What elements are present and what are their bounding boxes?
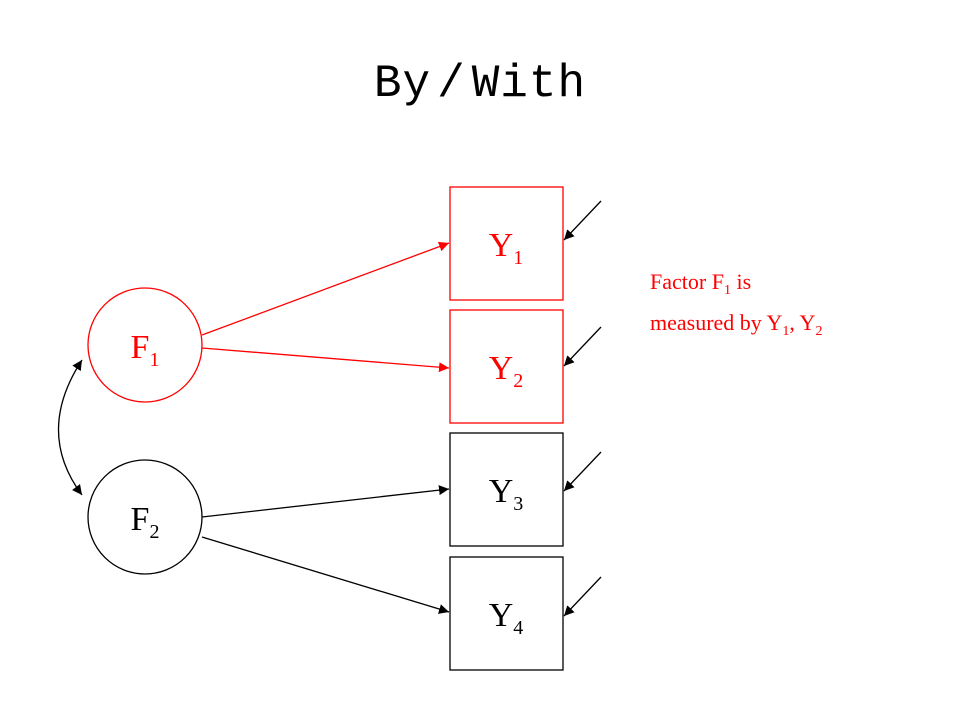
title-with: With xyxy=(471,58,587,110)
indicator-y2-label: Y2 xyxy=(489,350,524,392)
residual-y4-arrow xyxy=(563,576,602,617)
residual-y2-arrow xyxy=(563,326,602,367)
title-by: By xyxy=(373,58,432,110)
indicator-y3-label: Y3 xyxy=(489,473,524,515)
indicator-y1-label: Y1 xyxy=(489,227,524,269)
indicator-y1-box xyxy=(449,186,564,301)
indicator-y2-box xyxy=(449,309,564,424)
loading-f2-y3-arrow xyxy=(201,485,450,518)
slide-title: By/With xyxy=(0,58,960,110)
note-line-2: measured by Y1, Y2 xyxy=(650,310,822,339)
loading-f1-y1-arrow xyxy=(201,241,450,336)
factor-f1-label: F1 xyxy=(131,329,160,371)
indicator-y4-box xyxy=(449,556,564,671)
indicator-y4-label: Y4 xyxy=(489,597,524,639)
residual-y1-arrow xyxy=(563,200,602,241)
loading-f2-y4-arrow xyxy=(201,536,450,614)
note-line-1: Factor F1 is xyxy=(650,269,751,298)
factor-f1-circle xyxy=(87,287,203,403)
indicator-y3-box xyxy=(449,432,564,547)
residual-y3-arrow xyxy=(563,451,602,492)
factor-correlation-arrow xyxy=(57,359,83,496)
title-separator: / xyxy=(437,58,466,110)
factor-f2-label: F2 xyxy=(131,501,160,543)
loading-f1-y2-arrow xyxy=(201,347,450,373)
